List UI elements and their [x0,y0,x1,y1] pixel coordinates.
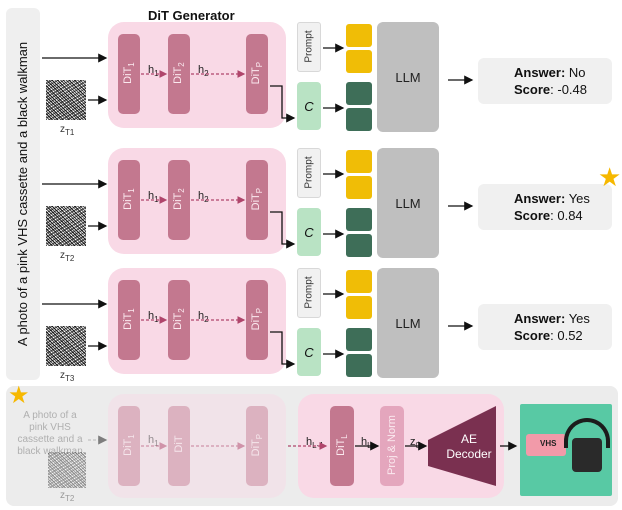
dit-block-p: DiTP [246,34,268,114]
generator-title: DiT Generator [148,8,235,23]
condition-box: C [297,208,321,256]
bottom-h1-label: h1 [148,434,159,449]
dit-block-1: DiT1 [118,160,140,240]
condition-token [346,354,372,377]
dit-l-block: DiTL [330,406,354,486]
prompt-token [346,296,372,319]
prompt-token [346,270,372,293]
z-label: zT2 [60,250,75,263]
noise-latent [46,206,86,246]
prompt-token [346,150,372,173]
condition-token [346,108,372,131]
dit-block-1: DiT1 [118,280,140,360]
condition-token [346,328,372,351]
prompt-box: Prompt [297,22,321,72]
dit-block-p: DiTP [246,160,268,240]
prompt-panel: A photo of a pink VHS cassette and a bla… [6,8,40,380]
hl1-label: hL-1 [306,436,324,451]
condition-token [346,82,372,105]
star-icon: ★ [8,382,30,409]
proj-norm-block: Proj & Norm [380,406,404,486]
condition-box: C [297,328,321,376]
bottom-prompt-text: A photo of a pink VHS cassette and a bla… [17,410,83,457]
answer-box: Answer: Yes Score: 0.52 [478,304,612,350]
prompt-box: Prompt [297,268,321,318]
bottom-dit-1: DiT1 [118,406,140,486]
answer-box: Answer: No Score: -0.48 [478,58,612,104]
condition-token [346,208,372,231]
dit-block-2: DiT2 [168,34,190,114]
noise-latent [46,80,86,120]
generated-image: VHS [520,404,612,496]
star-icon: ★ [598,162,622,192]
llm-block: LLM [377,22,439,132]
z-label: zT3 [60,370,75,383]
prompt-token [346,176,372,199]
prompt-box: Prompt [297,148,321,198]
llm-block: LLM [377,148,439,258]
dit-block-1: DiT1 [118,34,140,114]
dit-block-p: DiTP [246,280,268,360]
noise-latent [48,452,86,488]
noise-latent [46,326,86,366]
z-label: zT1 [60,124,75,137]
bottom-dit-p: DiTP [246,406,268,486]
dit-block-2: DiT2 [168,280,190,360]
prompt-token [346,50,372,73]
bottom-dit-2: DiT [168,406,190,486]
condition-token [346,234,372,257]
answer-box: Answer: Yes Score: 0.84 [478,184,612,230]
bottom-z-label: zT2 [60,490,75,503]
llm-block: LLM [377,268,439,378]
condition-box: C [297,82,321,130]
dit-block-2: DiT2 [168,160,190,240]
prompt-token [346,24,372,47]
